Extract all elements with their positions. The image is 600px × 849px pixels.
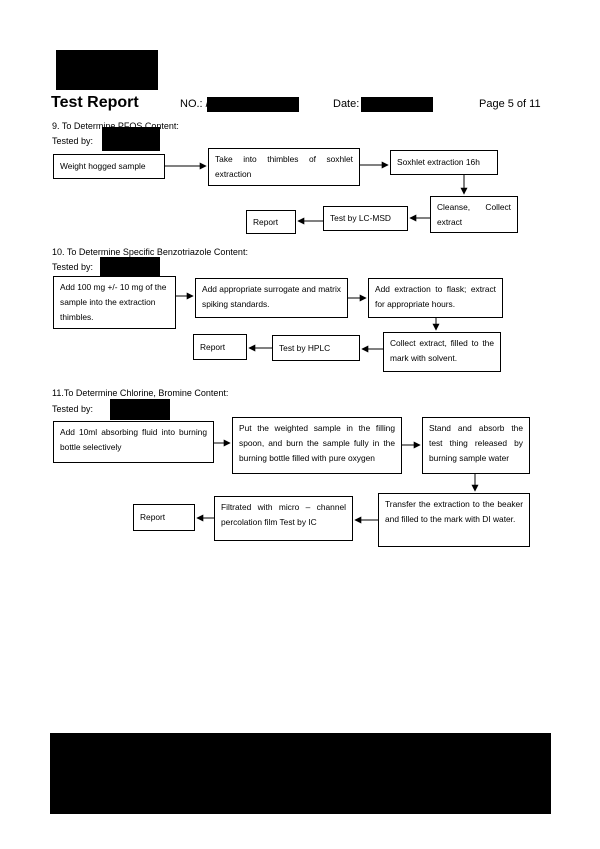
step-weight-sample: Weight hogged sample — [53, 154, 165, 179]
redacted-logo — [56, 50, 158, 90]
step-stand-absorb: Stand and absorb the test thing released… — [422, 417, 530, 474]
step-surrogate: Add appropriate surrogate and matrix spi… — [195, 278, 348, 318]
step-collect-extract: Collect extract, filled to the mark with… — [383, 332, 501, 372]
step-transfer: Transfer the extraction to the beaker an… — [378, 493, 530, 547]
report-number-label: NO.: / — [180, 98, 209, 110]
step-lcmsd: Test by LC-MSD — [323, 206, 408, 231]
step-report-9: Report — [246, 210, 296, 234]
step-soxhlet: Soxhlet extraction 16h — [390, 150, 498, 175]
redacted-report-number — [207, 97, 299, 112]
section-11-tested-by: Tested by: — [52, 404, 94, 414]
step-absorbing-fluid: Add 10ml absorbing fluid into burning bo… — [53, 421, 214, 463]
redacted-date — [361, 97, 433, 112]
step-report-10: Report — [193, 334, 247, 360]
step-flask: Add extraction to flask; extract for app… — [368, 278, 503, 318]
section-10-tested-by: Tested by: — [52, 262, 94, 272]
step-add-sample: Add 100 mg +/- 10 mg of the sample into … — [53, 276, 176, 329]
step-thimbles: Take into thimbles of soxhlet extraction — [208, 148, 360, 186]
step-report-11: Report — [133, 504, 195, 531]
section-9-tested-by: Tested by: — [52, 136, 94, 146]
redacted-footer — [50, 733, 551, 814]
page-number: Page 5 of 11 — [479, 98, 541, 110]
date-label: Date: — [333, 98, 360, 110]
step-cleanse: Cleanse, Collect extract — [430, 196, 518, 233]
redacted-tester-11 — [110, 399, 170, 420]
step-hplc: Test by HPLC — [272, 335, 360, 361]
redacted-tester-10 — [100, 257, 160, 276]
step-filtrated: Filtrated with micro – channel percolati… — [214, 496, 353, 541]
section-9-heading: 9. To Determine PFOS Content: — [52, 121, 179, 131]
section-11-heading: 11.To Determine Chlorine, Bromine Conten… — [52, 388, 229, 398]
page-title: Test Report — [51, 94, 139, 111]
redacted-tester-9 — [102, 127, 160, 151]
step-burn-sample: Put the weighted sample in the filling s… — [232, 417, 402, 474]
section-10-heading: 10. To Determine Specific Benzotriazole … — [52, 247, 248, 257]
